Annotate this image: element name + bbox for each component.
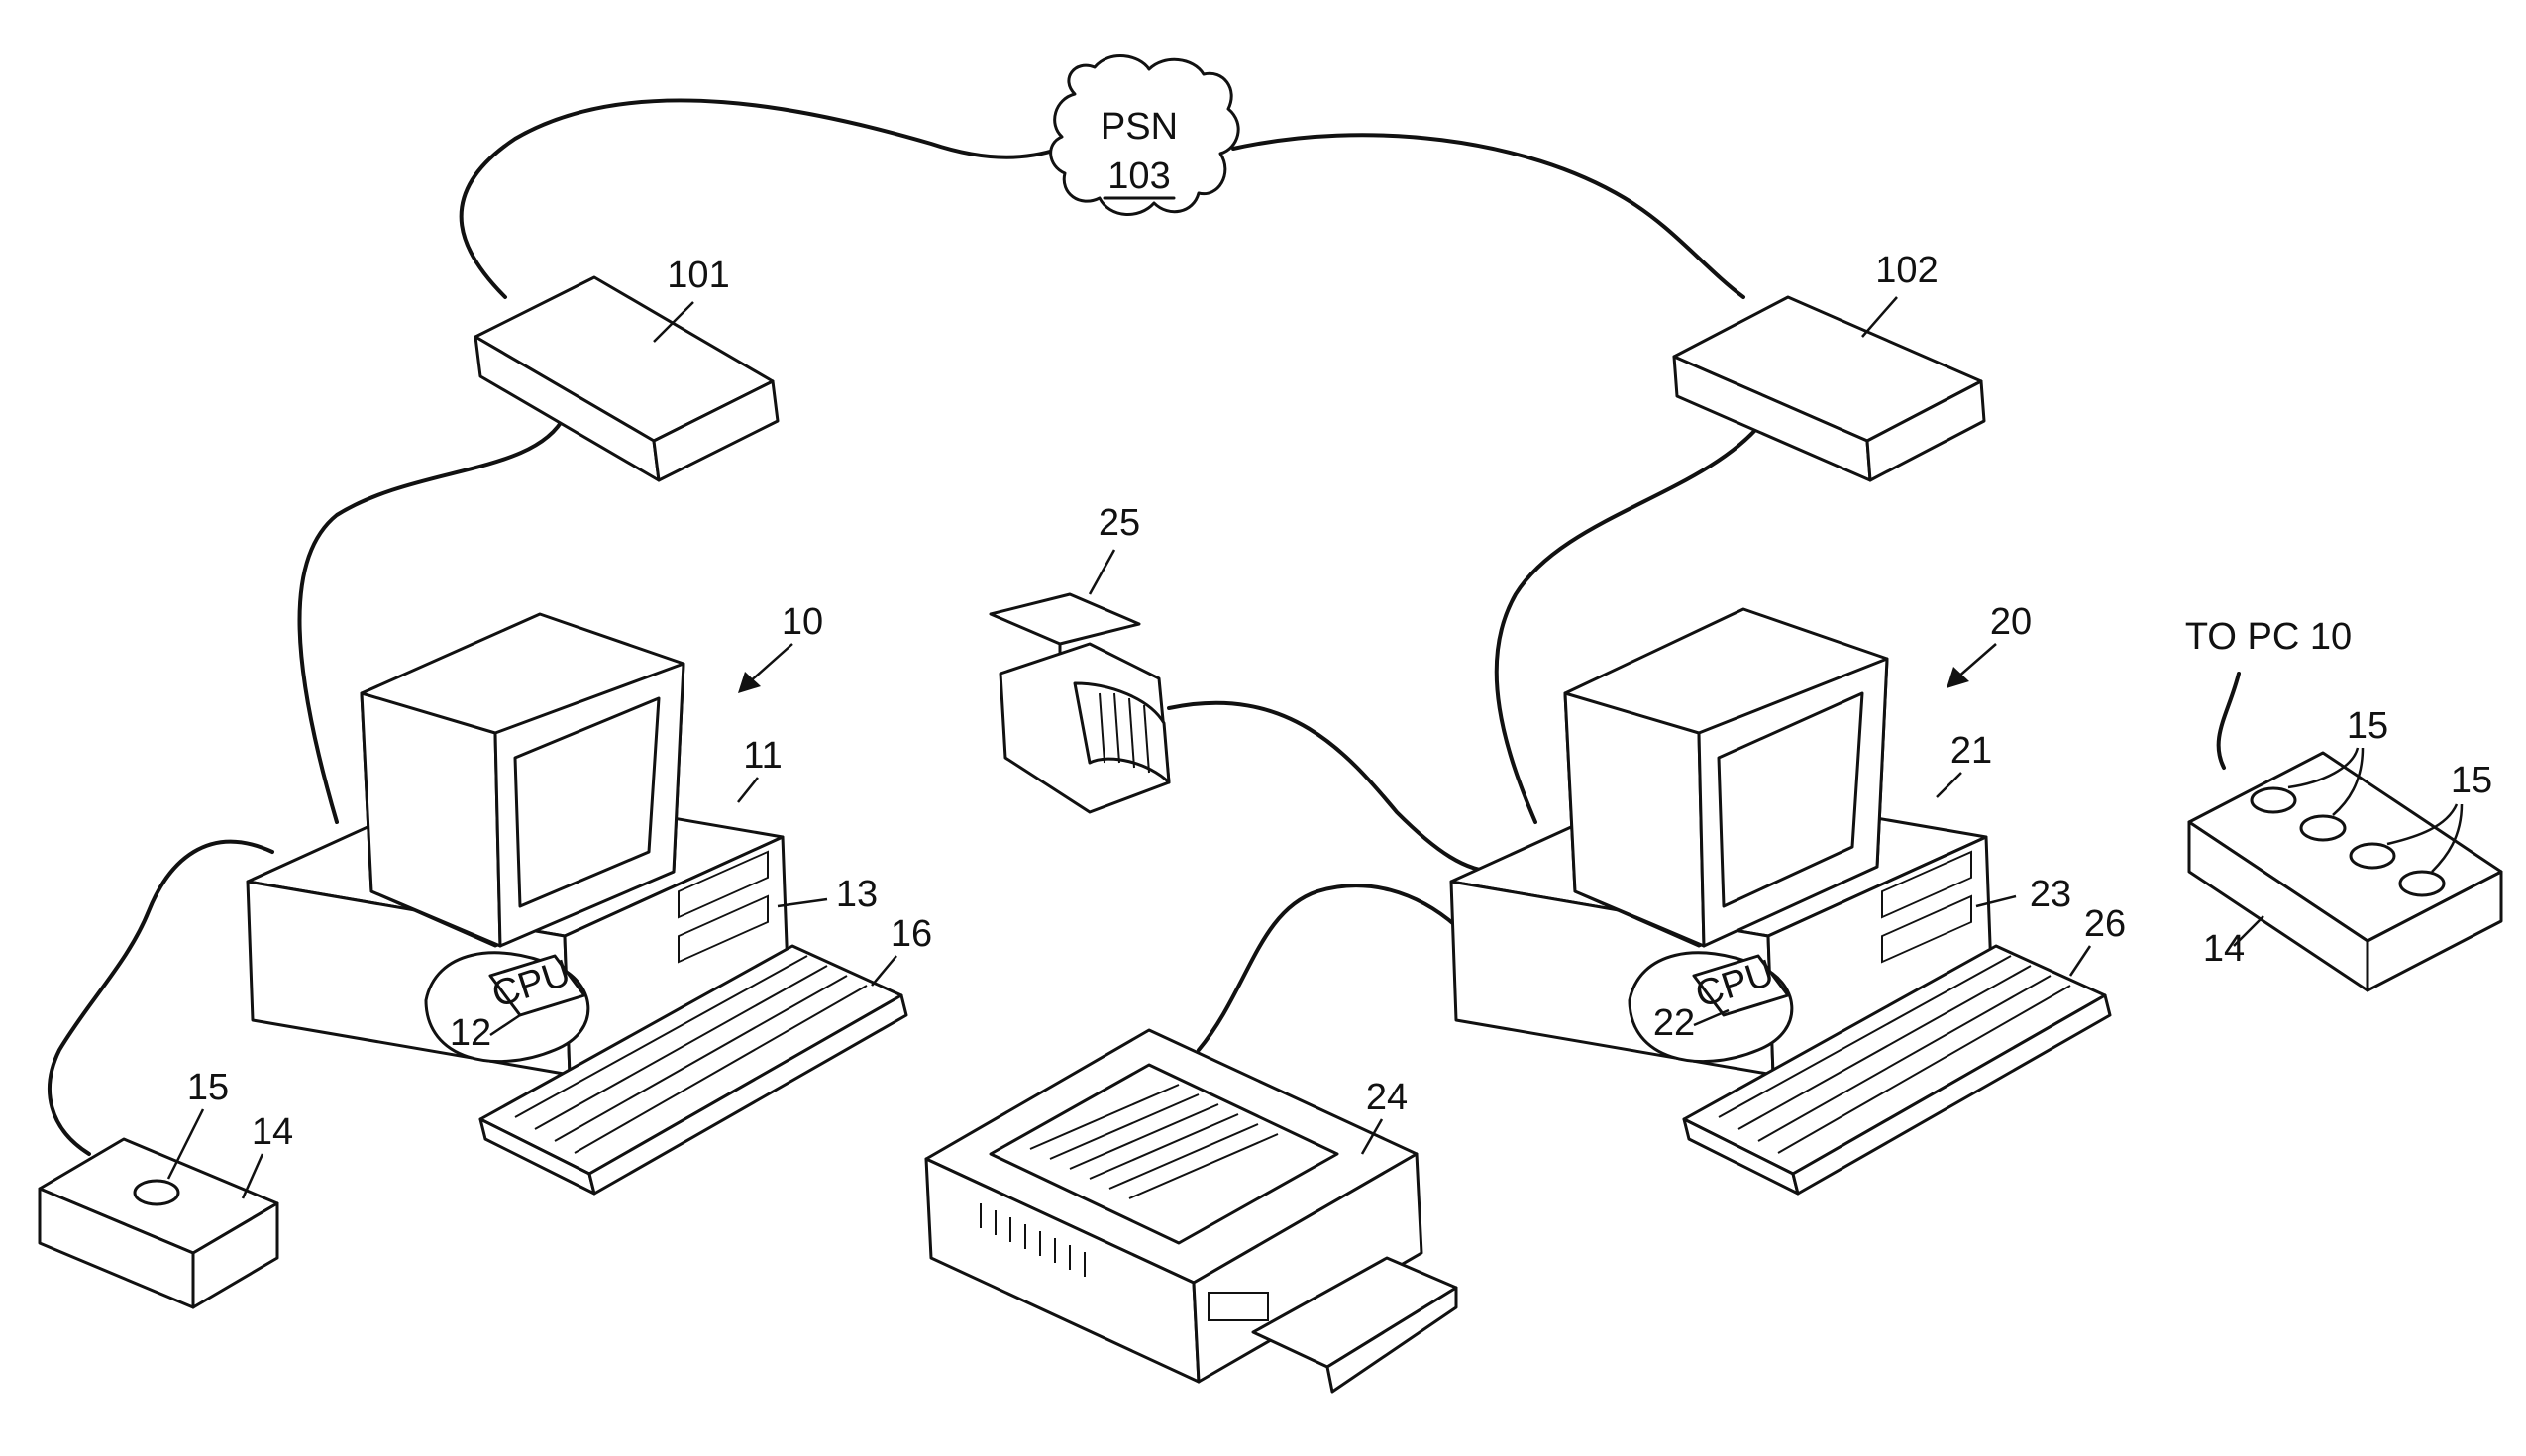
button-15-right-b bbox=[2301, 816, 2345, 840]
pc-10-leader bbox=[748, 644, 792, 683]
button-15-left bbox=[135, 1181, 178, 1204]
modem-102: 102 bbox=[1674, 250, 1984, 480]
pc-20-label: 20 bbox=[1990, 601, 2032, 643]
modem-101: 101 bbox=[475, 255, 778, 480]
to-pc-label: TO PC 10 bbox=[2185, 616, 2352, 658]
pc-10-label: 10 bbox=[782, 601, 823, 643]
pc-10: CPU 10 11 13 16 12 bbox=[248, 601, 932, 1194]
cable-printer-pc20 bbox=[1199, 885, 1456, 1050]
pc-10-keyboard-label: 16 bbox=[891, 913, 932, 955]
cable-scale-pc20 bbox=[1169, 703, 1496, 872]
button-15-right-a bbox=[2252, 788, 2295, 812]
pc-20-drive-label: 23 bbox=[2030, 874, 2071, 915]
pc-10-drive-label: 13 bbox=[836, 874, 878, 915]
psn-cloud: PSN 103 bbox=[1051, 55, 1238, 214]
button-box-14-left: 15 14 bbox=[40, 1067, 293, 1307]
button-15-right-d bbox=[2400, 872, 2444, 895]
cable-pc10-box14 bbox=[50, 842, 272, 1154]
button-box-14-left-label: 14 bbox=[252, 1111, 293, 1153]
printer-24: 24 bbox=[926, 1030, 1456, 1392]
pc-10-keyboard-leader bbox=[872, 956, 896, 986]
psn-ref-label: 103 bbox=[1107, 156, 1170, 197]
cable-box14-right-to-pc10 bbox=[2219, 674, 2239, 768]
pc-20-monitor-label: 21 bbox=[1950, 730, 1992, 772]
buttons-15-right-label-a: 15 bbox=[2347, 705, 2388, 747]
modem-101-label: 101 bbox=[667, 255, 729, 296]
pc-20-leader bbox=[1956, 644, 1996, 678]
cable-psn-modem102 bbox=[1233, 135, 1743, 297]
pc-10-cpu-label: 12 bbox=[450, 1012, 491, 1054]
pc-10-monitor-label: 11 bbox=[743, 735, 782, 777]
pc-10-monitor-leader bbox=[738, 778, 758, 802]
scale-25-platform bbox=[991, 594, 1139, 644]
modem-102-label: 102 bbox=[1875, 250, 1938, 291]
scale-25-label: 25 bbox=[1099, 502, 1140, 544]
psn-name-label: PSN bbox=[1101, 106, 1178, 148]
scale-25: 25 bbox=[991, 502, 1169, 812]
pc-20: CPU 20 21 23 26 22 bbox=[1451, 601, 2126, 1194]
scale-25-leader bbox=[1090, 550, 1114, 594]
button-box-14-right-label: 14 bbox=[2203, 928, 2245, 970]
button-15-right-c bbox=[2351, 844, 2394, 868]
printer-24-label: 24 bbox=[1366, 1077, 1408, 1118]
modem-102-leader bbox=[1862, 297, 1897, 337]
pc-20-monitor-leader bbox=[1937, 773, 1961, 797]
button-15-left-label: 15 bbox=[187, 1067, 229, 1108]
buttons-15-right-label-b: 15 bbox=[2451, 760, 2492, 801]
pc-20-keyboard-leader bbox=[2070, 946, 2090, 976]
pc-20-keyboard-label: 26 bbox=[2084, 903, 2126, 945]
cable-modem101-psn bbox=[462, 100, 1060, 297]
pc-20-cpu-label: 22 bbox=[1653, 1002, 1695, 1044]
button-box-14-right: TO PC 10 15 15 14 bbox=[2185, 616, 2501, 990]
